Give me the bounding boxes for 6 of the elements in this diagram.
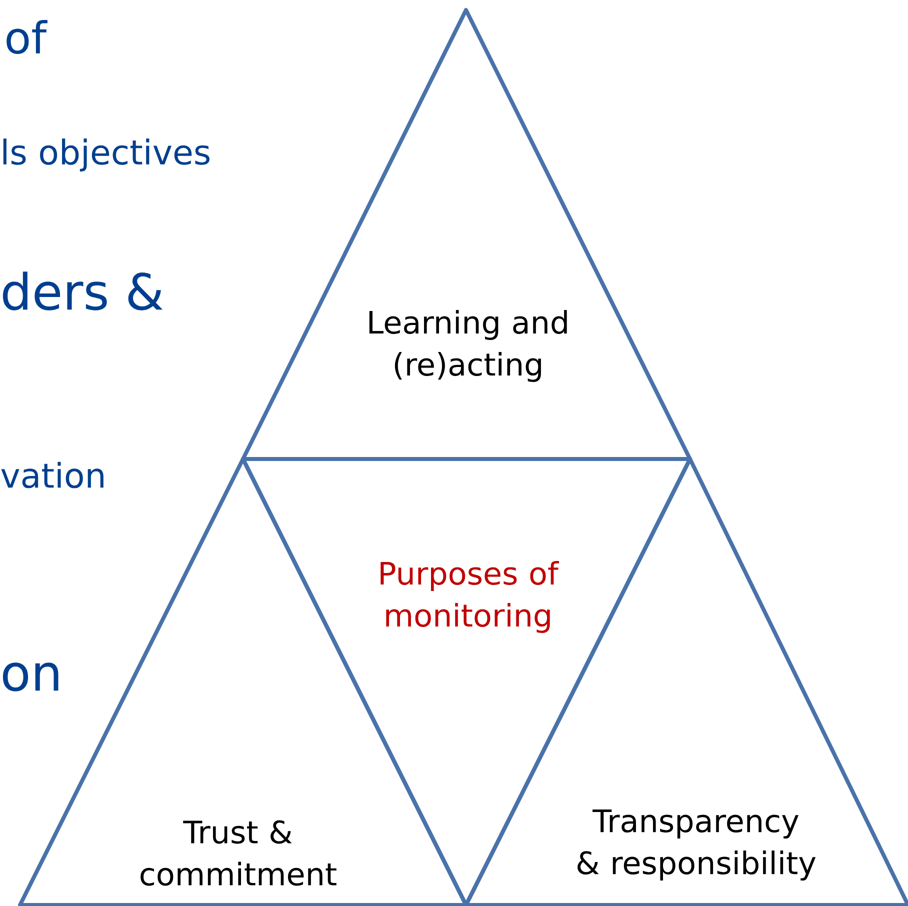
text-fragment: of — [6, 20, 48, 54]
triangle: Learning and (re)acting — [241, 8, 692, 461]
text-fragment: ls objectives — [3, 138, 210, 172]
text-fragment: vation — [1, 462, 104, 488]
text-fragment: on — [2, 662, 58, 692]
text-fragment: ders & — [2, 272, 163, 310]
